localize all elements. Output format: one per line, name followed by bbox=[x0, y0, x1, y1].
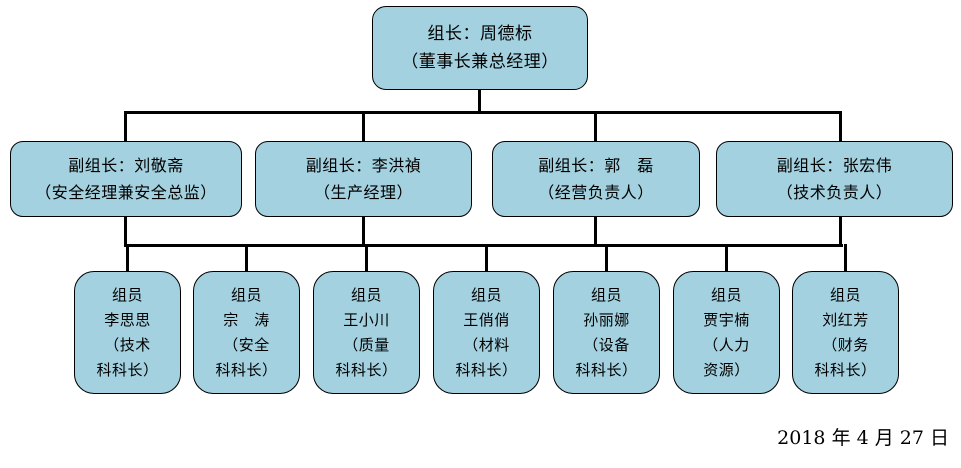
node-member-6-line4: 资源） bbox=[703, 360, 750, 379]
node-member-7-line1: 组员 bbox=[829, 285, 861, 304]
node-member-4[interactable]: 组员 王俏俏 （材料 科科长） bbox=[433, 271, 540, 394]
node-member-3-line1: 组员 bbox=[350, 285, 382, 304]
connector-member-4-drop bbox=[605, 244, 608, 273]
node-deputy-leader-1-line2: （安全经理兼安全总监） bbox=[35, 183, 217, 202]
node-group-leader-line2: （董事长兼总经理） bbox=[401, 52, 559, 72]
node-deputy-leader-2-line2: （生产经理） bbox=[313, 183, 413, 202]
node-deputy-leader-4-line2: （技术负责人） bbox=[776, 183, 893, 202]
node-member-2-line4: 科科长） bbox=[215, 360, 278, 379]
connector-member-1-drop bbox=[245, 244, 248, 273]
connector-deputy-0-stem bbox=[124, 215, 127, 247]
node-member-2[interactable]: 组员 宗 涛 （安全 科科长） bbox=[193, 271, 300, 394]
node-deputy-leader-2[interactable]: 副组长：李洪禎 （生产经理） bbox=[255, 141, 472, 217]
node-member-5-line3: （设备 bbox=[583, 335, 630, 354]
node-member-4-line1: 组员 bbox=[470, 285, 502, 304]
node-member-1-line3: （技术 bbox=[104, 335, 151, 354]
node-deputy-leader-1-line1: 副组长：刘敬斋 bbox=[68, 156, 184, 175]
connector-deputy-1-stem bbox=[362, 215, 365, 247]
node-member-5[interactable]: 组员 孙丽娜 （设备 科科长） bbox=[553, 271, 660, 394]
node-member-5-line2: 孙丽娜 bbox=[583, 310, 630, 329]
connector-deputy-2-stem bbox=[594, 215, 597, 247]
connector-root-stem bbox=[478, 88, 481, 114]
connector-deputy-0-drop bbox=[124, 111, 127, 143]
node-member-6[interactable]: 组员 贾宇楠 （人力 资源） bbox=[673, 271, 780, 394]
connector-member-2-drop bbox=[365, 244, 368, 273]
node-member-4-line4: 科科长） bbox=[455, 360, 518, 379]
node-group-leader-line1: 组长：周德标 bbox=[427, 24, 533, 44]
connector-member-3-drop bbox=[485, 244, 488, 273]
node-group-leader[interactable]: 组长：周德标 （董事长兼总经理） bbox=[372, 6, 588, 90]
chart-date: 2018 年 4 月 27 日 bbox=[777, 427, 949, 449]
connector-member-5-drop bbox=[725, 244, 728, 273]
node-member-1-line2: 李思思 bbox=[104, 310, 151, 329]
connector-deputy-3-drop bbox=[839, 111, 842, 143]
node-member-7-line2: 刘红芳 bbox=[822, 310, 869, 329]
node-member-1-line1: 组员 bbox=[111, 285, 143, 304]
connector-deputy-2-drop bbox=[594, 111, 597, 143]
node-member-4-line3: （材料 bbox=[463, 335, 510, 354]
node-member-2-line1: 组员 bbox=[230, 285, 262, 304]
node-deputy-leader-1[interactable]: 副组长：刘敬斋 （安全经理兼安全总监） bbox=[10, 141, 242, 217]
node-member-1[interactable]: 组员 李思思 （技术 科科长） bbox=[74, 271, 181, 394]
node-deputy-leader-3[interactable]: 副组长：郭 磊 （经营负责人） bbox=[492, 141, 700, 217]
connector-member-0-drop bbox=[126, 244, 129, 273]
node-member-6-line3: （人力 bbox=[703, 335, 750, 354]
node-member-2-line3: （安全 bbox=[223, 335, 270, 354]
node-member-6-line2: 贾宇楠 bbox=[703, 310, 750, 329]
node-member-3-line2: 王小川 bbox=[343, 310, 390, 329]
node-member-5-line1: 组员 bbox=[590, 285, 622, 304]
connector-member-6-drop bbox=[844, 244, 847, 273]
node-deputy-leader-4-line1: 副组长：张宏伟 bbox=[776, 156, 893, 175]
connector-level2-bus bbox=[124, 244, 843, 247]
node-member-3-line4: 科科长） bbox=[335, 360, 398, 379]
node-deputy-leader-3-line1: 副组长：郭 磊 bbox=[538, 156, 654, 175]
connector-deputy-3-stem bbox=[839, 215, 842, 247]
node-member-2-line2: 宗 涛 bbox=[223, 310, 270, 329]
node-deputy-leader-3-line2: （经营负责人） bbox=[538, 183, 654, 202]
node-member-7[interactable]: 组员 刘红芳 （财务 科科长） bbox=[792, 271, 899, 394]
node-member-4-line2: 王俏俏 bbox=[463, 310, 510, 329]
node-deputy-leader-2-line1: 副组长：李洪禎 bbox=[305, 156, 422, 175]
node-member-1-line4: 科科长） bbox=[96, 360, 159, 379]
node-member-7-line3: （财务 bbox=[822, 335, 869, 354]
node-member-3-line3: （质量 bbox=[343, 335, 390, 354]
node-member-7-line4: 科科长） bbox=[814, 360, 877, 379]
node-deputy-leader-4[interactable]: 副组长：张宏伟 （技术负责人） bbox=[716, 141, 953, 217]
node-member-5-line4: 科科长） bbox=[575, 360, 638, 379]
node-member-3[interactable]: 组员 王小川 （质量 科科长） bbox=[313, 271, 420, 394]
connector-level1-bus bbox=[124, 111, 842, 114]
node-member-6-line1: 组员 bbox=[710, 285, 742, 304]
connector-deputy-1-drop bbox=[362, 111, 365, 143]
